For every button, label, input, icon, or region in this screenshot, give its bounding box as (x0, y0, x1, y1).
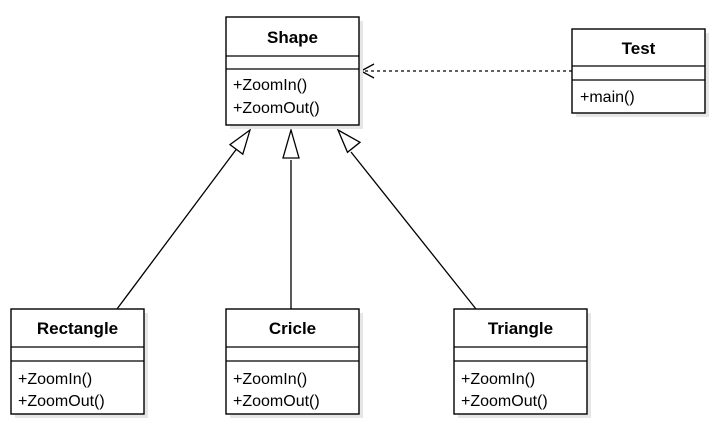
relations (116, 63, 572, 310)
class-shape[interactable]: Shape +ZoomIn() +ZoomOut() (225, 16, 363, 129)
class-cricle[interactable]: Cricle +ZoomIn() +ZoomOut() (225, 308, 363, 418)
triangle-generalization-arrowhead (336, 128, 362, 154)
operation: +ZoomIn() (461, 371, 535, 388)
operation: +ZoomIn() (18, 371, 92, 388)
class-box (225, 16, 360, 126)
rectangle-to-shape-line (116, 146, 239, 310)
triangle-to-shape-line (350, 151, 477, 310)
operation: +ZoomOut() (233, 100, 320, 117)
class-name: Test (622, 39, 656, 58)
operation: +ZoomIn() (233, 77, 307, 94)
cricle-generalization-arrowhead (282, 127, 300, 159)
class-name: Shape (267, 28, 318, 47)
rectangle-generalization-arrowhead (228, 128, 252, 156)
operation: +ZoomOut() (233, 393, 320, 410)
class-name: Cricle (269, 319, 316, 338)
operation: +main() (580, 89, 635, 106)
class-triangle[interactable]: Triangle +ZoomIn() +ZoomOut() (453, 308, 591, 418)
class-box (571, 28, 706, 114)
class-rectangle[interactable]: Rectangle +ZoomIn() +ZoomOut() (10, 308, 148, 418)
class-name: Rectangle (37, 319, 118, 338)
operation: +ZoomOut() (461, 393, 548, 410)
class-test[interactable]: Test +main() (571, 28, 709, 117)
operation: +ZoomOut() (18, 393, 105, 410)
class-name: Triangle (488, 319, 553, 338)
operation: +ZoomIn() (233, 371, 307, 388)
